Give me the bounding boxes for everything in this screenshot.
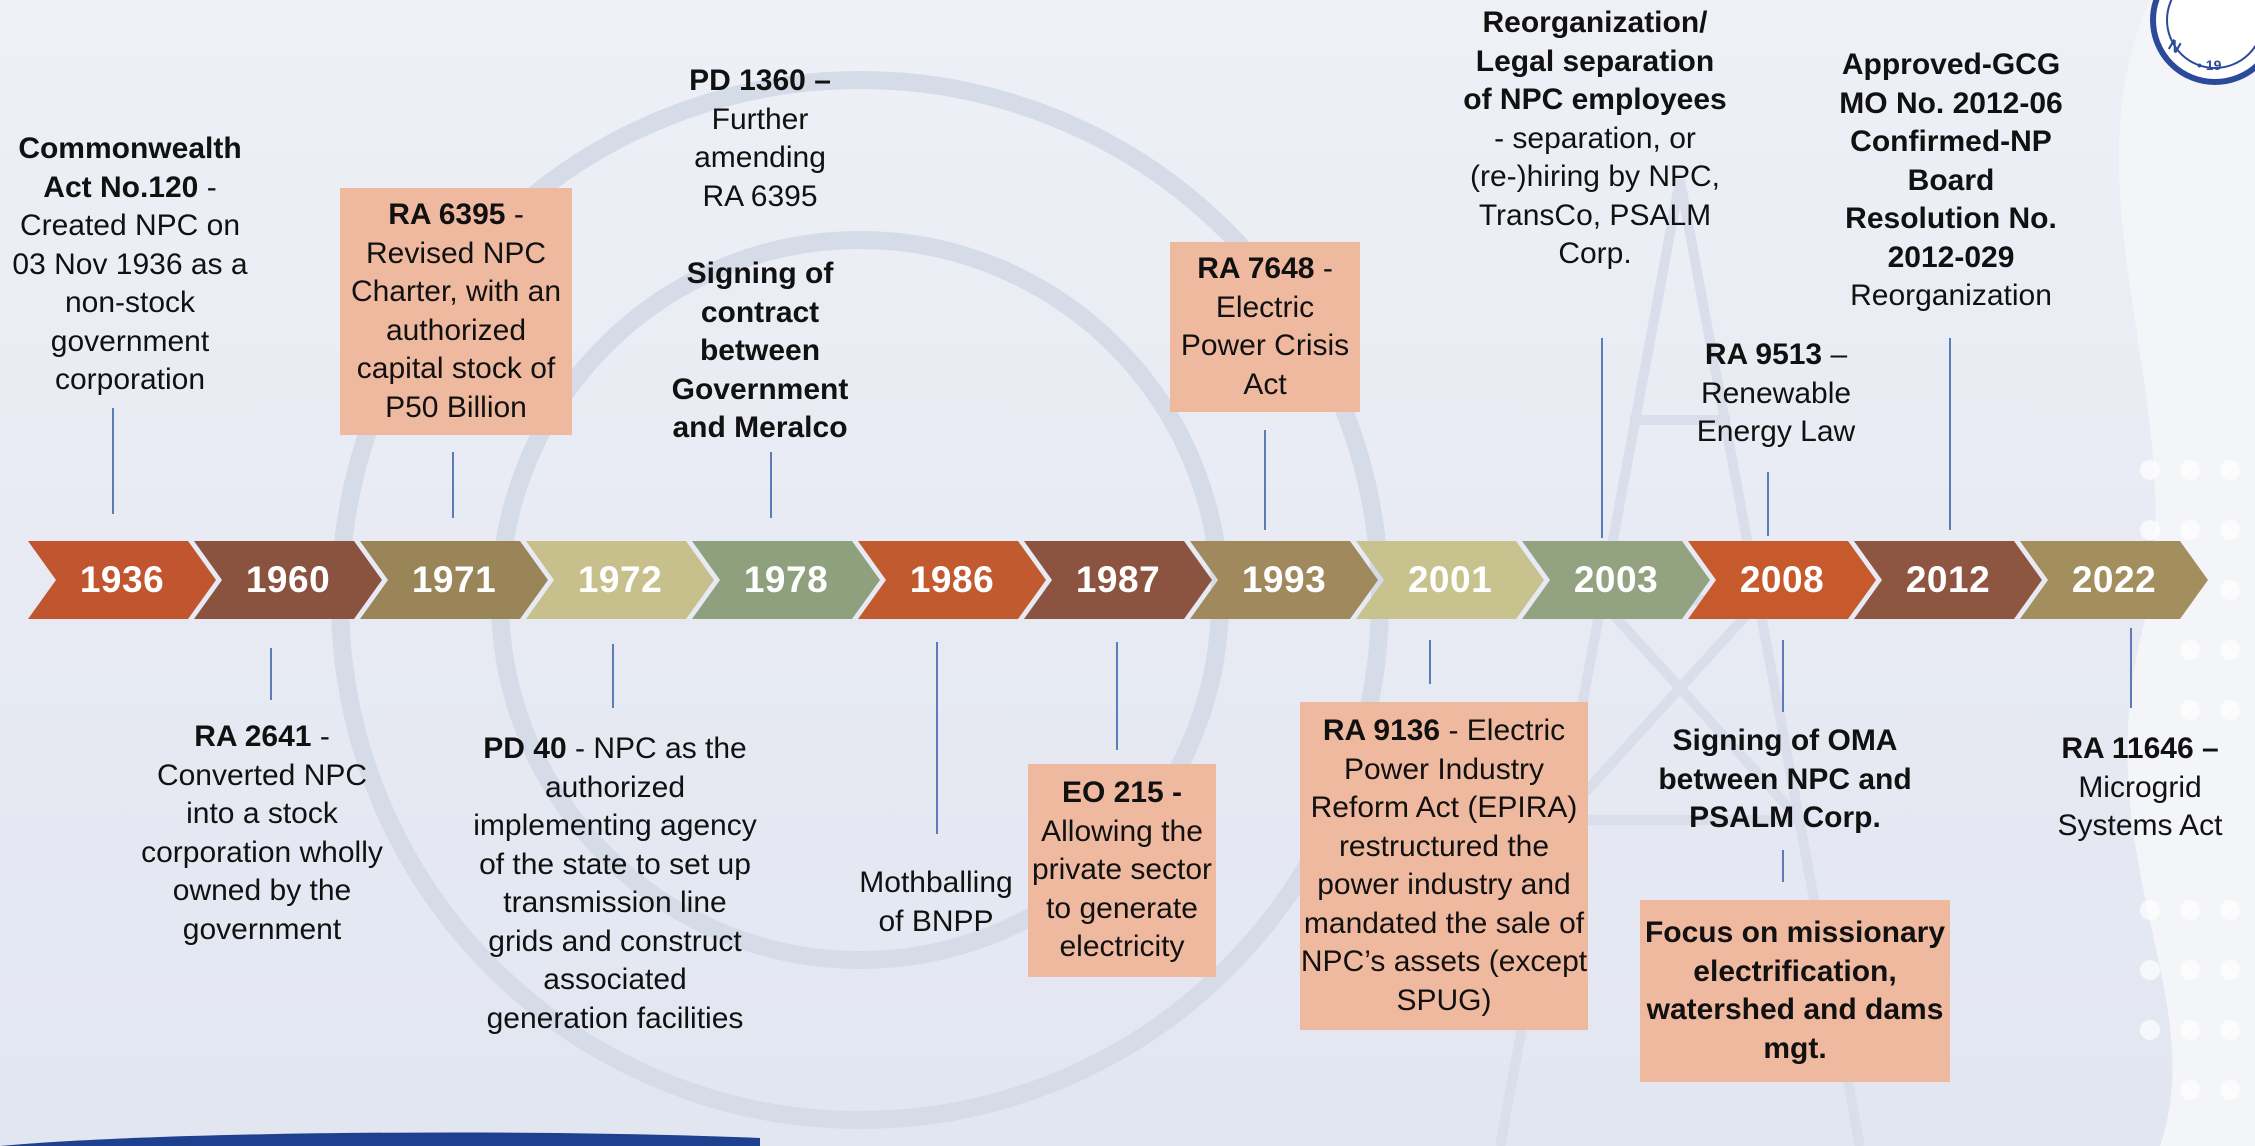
event-2008-focus: Focus on missionary electrification, wat…: [1640, 900, 1950, 1082]
connector-2008-bottom: [1782, 640, 1784, 712]
bottom-blue-bar: [0, 1132, 760, 1146]
event-1978-meralco: Signing of contract between Government a…: [658, 255, 862, 448]
year-label: 2012: [1905, 559, 1991, 600]
event-text: - separation, or (re-)hiring by NPC, Tra…: [1469, 121, 1721, 271]
event-text: Electric Power Crisis Act: [1180, 290, 1350, 401]
svg-text:• 19: • 19: [2197, 57, 2222, 73]
year-label: 2001: [1407, 559, 1493, 600]
year-label: 1971: [411, 559, 497, 600]
event-1936: Commonwealth Act No.120 - Created NPC on…: [0, 130, 260, 400]
event-title: Commonwealth Act No.120: [18, 132, 242, 204]
connector-2001: [1429, 640, 1431, 684]
event-title: EO 215 -: [1061, 776, 1183, 809]
event-2001: RA 9136 - Electric Power Industry Reform…: [1300, 702, 1588, 1030]
event-title: RA 9136: [1322, 714, 1441, 747]
arrow-2008: 2008: [1688, 541, 1876, 619]
arrow-1993: 1993: [1190, 541, 1378, 619]
event-title: RA 11646 –: [2061, 732, 2219, 765]
connector-1986: [936, 642, 938, 834]
year-label: 2022: [2071, 559, 2157, 600]
event-text: Converted NPC into a stock corporation w…: [141, 758, 383, 946]
connector-2012: [1949, 338, 1951, 530]
event-text: Revised NPC Charter, with an authorized …: [350, 236, 562, 424]
connector-2008-top: [1767, 472, 1769, 536]
year-label: 1972: [577, 559, 663, 600]
event-text: Microgrid Systems Act: [2057, 770, 2223, 843]
event-1960: RA 2641 - Converted NPC into a stock cor…: [140, 718, 384, 949]
arrow-2012: 2012: [1854, 541, 2042, 619]
connector-1993: [1264, 430, 1266, 530]
arrow-2022: 2022: [2020, 541, 2208, 619]
year-label: 2003: [1573, 559, 1659, 600]
arrow-1971: 1971: [360, 541, 548, 619]
connector-2003: [1601, 338, 1603, 538]
event-2008-oma: Signing of OMA between NPC and PSALM Cor…: [1640, 722, 1930, 838]
year-label: 1986: [909, 559, 995, 600]
year-label: 1960: [245, 559, 331, 600]
event-2012: Approved-GCG MO No. 2012-06 Confirmed-NP…: [1828, 46, 2074, 316]
year-label: 1987: [1075, 559, 1161, 600]
event-title: Reorganization/ Legal separation of NPC …: [1463, 6, 1727, 116]
connector-1971: [452, 452, 454, 518]
event-text: Created NPC on 03 Nov 1936 as a non-stoc…: [12, 209, 248, 396]
connector-1987: [1116, 642, 1118, 750]
event-text: Further amending RA 6395: [694, 102, 826, 213]
event-1971: RA 6395 - Revised NPC Charter, with an a…: [340, 188, 572, 435]
connector-1978: [770, 452, 772, 518]
event-1986: Mothballing of BNPP: [850, 864, 1022, 941]
connector-2022: [2130, 628, 2132, 708]
year-label: 1993: [1241, 559, 1327, 600]
event-title: Signing of OMA between NPC and PSALM Cor…: [1658, 724, 1912, 834]
year-label: 2008: [1739, 559, 1825, 600]
event-1993: RA 7648 - Electric Power Crisis Act: [1170, 242, 1360, 412]
event-title: RA 9513: [1704, 338, 1823, 371]
event-text: Renewable Energy Law: [1696, 376, 1856, 449]
arrow-1987: 1987: [1024, 541, 1212, 619]
event-title: PD 40: [483, 732, 567, 765]
event-text: Mothballing of BNPP: [859, 866, 1013, 938]
event-title: Focus on missionary electrification, wat…: [1644, 916, 1946, 1065]
event-separator: -: [311, 720, 330, 753]
event-title: RA 7648: [1197, 252, 1315, 285]
event-title: RA 2641: [194, 720, 312, 753]
arrow-1972: 1972: [526, 541, 714, 619]
event-title: RA 6395: [388, 198, 506, 231]
event-1978-pd1360: PD 1360 – Further amending RA 6395: [670, 62, 850, 216]
event-separator: -: [1440, 714, 1459, 747]
event-1972: PD 40 - NPC as the authorized implementi…: [470, 730, 760, 1038]
event-2022: RA 11646 – Microgrid Systems Act: [2026, 730, 2254, 846]
event-text: NPC as the authorized implementing agenc…: [473, 732, 757, 1035]
arrow-1986: 1986: [858, 541, 1046, 619]
connector-1960: [270, 648, 272, 700]
event-separator: -: [505, 198, 524, 231]
connector-1972: [612, 644, 614, 708]
event-text: Electric Power Industry Reform Act (EPIR…: [1300, 714, 1588, 1017]
event-title: Signing of contract between Government a…: [671, 257, 849, 444]
event-separator: -: [1314, 252, 1333, 285]
event-separator: -: [198, 170, 217, 204]
event-text: Allowing the private sector to generate …: [1031, 814, 1213, 964]
event-2003: Reorganization/ Legal separation of NPC …: [1460, 4, 1730, 274]
year-label: 1978: [743, 559, 829, 600]
arrow-1978: 1978: [692, 541, 880, 619]
event-title: PD 1360 –: [689, 64, 831, 97]
arrow-2003: 2003: [1522, 541, 1710, 619]
event-separator: –: [1822, 338, 1848, 371]
event-title: Approved-GCG MO No. 2012-06 Confirmed-NP…: [1839, 48, 2063, 274]
year-label: 1936: [79, 559, 165, 600]
event-2008-ra9513: RA 9513 – Renewable Energy Law: [1668, 336, 1884, 452]
connector-1936: [112, 408, 114, 514]
connector-2008-box: [1782, 850, 1784, 882]
event-separator: -: [566, 732, 585, 765]
arrow-1960: 1960: [194, 541, 382, 619]
event-1987: EO 215 - Allowing the private sector to …: [1028, 764, 1216, 977]
corner-seal-logo: N • 19: [2150, 0, 2255, 85]
arrow-2001: 2001: [1356, 541, 1544, 619]
arrow-1936: 1936: [28, 541, 216, 619]
event-text: Reorganization: [1850, 279, 2052, 312]
